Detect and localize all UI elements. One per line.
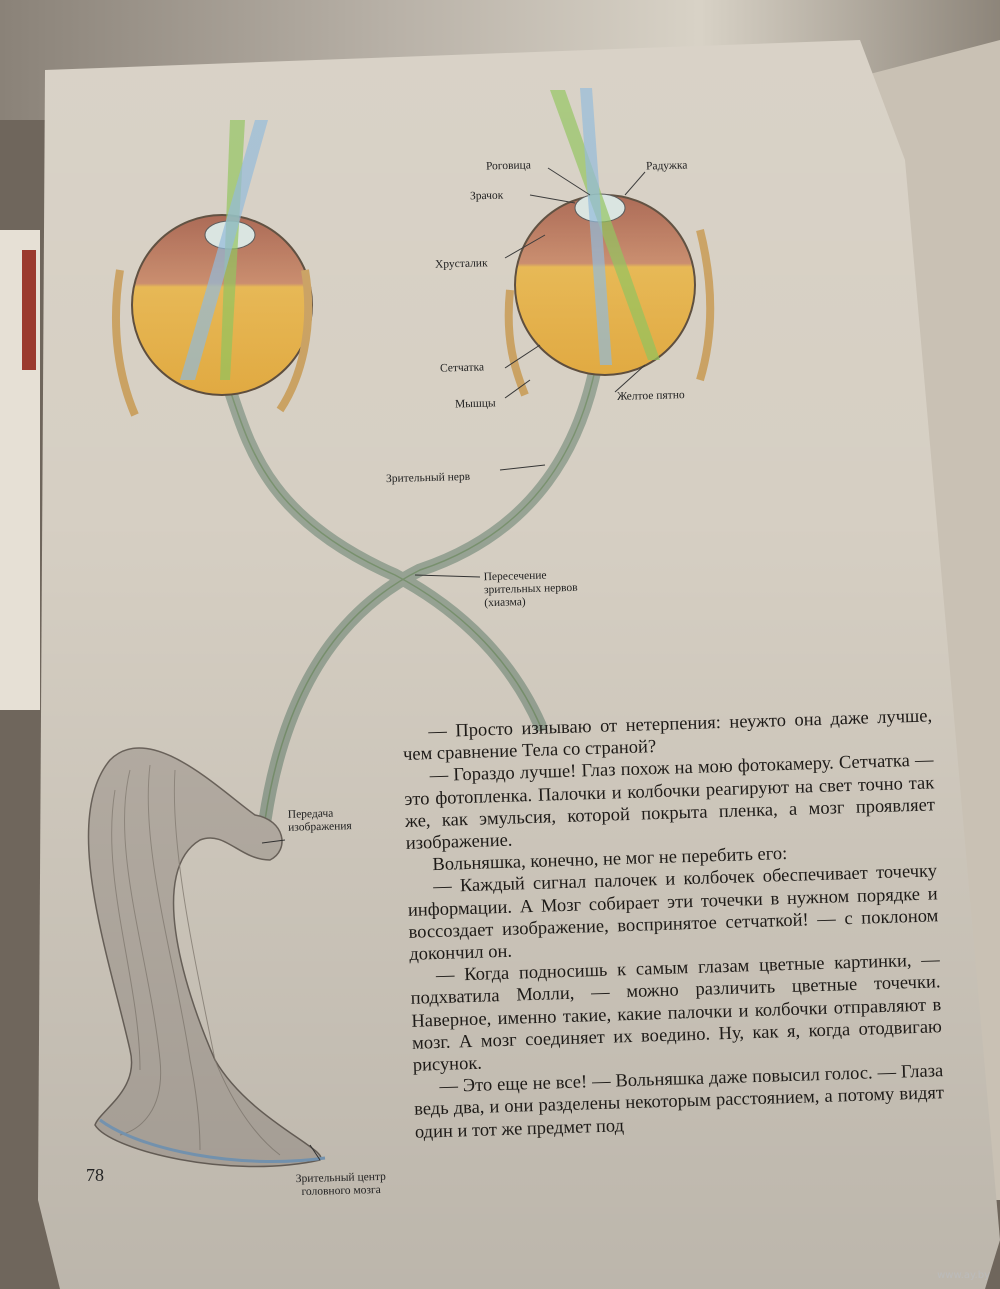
label-visual-center: Зрительный центр головного мозга	[296, 1171, 387, 1199]
label-transmission: Передача изображения	[288, 807, 352, 835]
label-optic-nerve: Зрительный нерв	[385, 470, 471, 486]
left-optic-nerve	[223, 383, 547, 732]
leader-lines	[261, 167, 646, 1161]
label-lens: Хрусталик	[434, 257, 488, 271]
book-spine-color	[22, 250, 36, 370]
label-retina: Сетчатка	[439, 361, 485, 375]
label-line: (хиазма)	[484, 596, 526, 610]
label-iris: Радужка	[645, 159, 688, 173]
label-muscles: Мышцы	[454, 397, 496, 411]
paragraph: — Каждый сигнал палочек и колбочек обесп…	[407, 861, 939, 965]
blue-light-ray	[180, 120, 268, 380]
label-line: головного мозга	[301, 1183, 381, 1199]
body-text: — Просто изнываю от нетерпения: неужто о…	[402, 705, 945, 1143]
label-pupil: Зрачок	[469, 189, 504, 203]
green-light-ray	[550, 90, 660, 360]
blue-light-ray	[580, 88, 612, 365]
right-eyeball	[504, 88, 715, 397]
watermark: www.ay.by	[937, 1270, 990, 1281]
left-eyeball	[112, 120, 313, 417]
visual-radiation	[87, 747, 322, 1168]
label-chiasm: Пересечение зрительных нервов (хиазма)	[484, 569, 579, 610]
paragraph: — Когда подносишь к самым глазам цветные…	[410, 950, 943, 1076]
page-number: 78	[86, 1165, 104, 1185]
label-macula: Желтое пятно	[616, 389, 685, 403]
paragraph: — Гораздо лучше! Глаз похож на мою фоток…	[404, 750, 936, 854]
book-edge	[0, 230, 40, 710]
label-line: изображения	[288, 820, 352, 834]
label-line: зрительных нервов	[483, 581, 578, 597]
label-cornea: Роговица	[485, 159, 532, 173]
